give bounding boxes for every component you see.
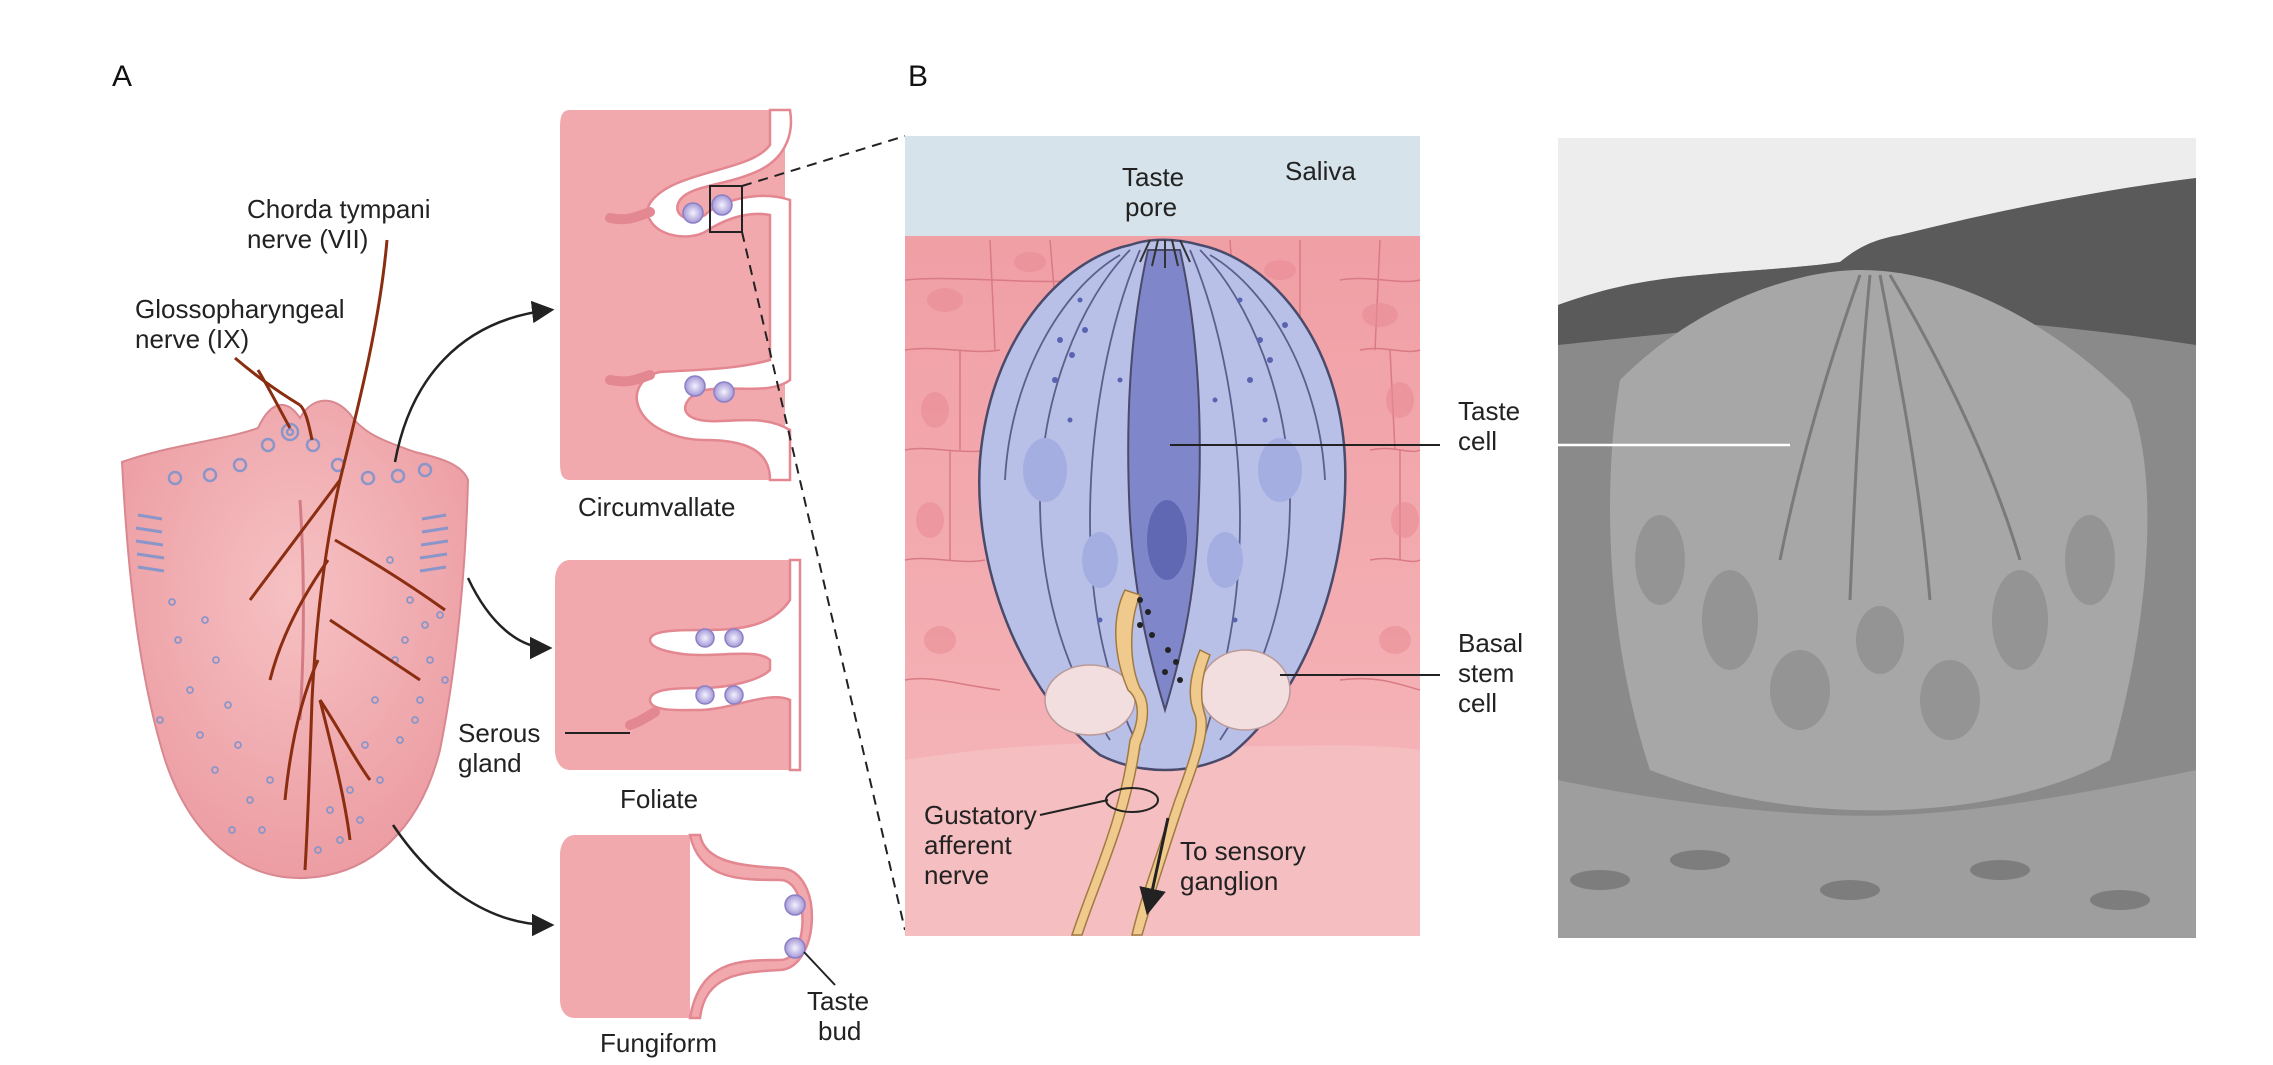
svg-text:nerve: nerve: [924, 860, 989, 890]
svg-text:pore: pore: [1125, 192, 1177, 222]
svg-text:Glossopharyngeal: Glossopharyngeal: [135, 294, 345, 324]
papilla-arrows: [391, 300, 555, 937]
basal-stem-cell-label: Basal stem cell: [1458, 628, 1523, 718]
cranial-nerves: [234, 239, 446, 871]
gustatory-leader: [1039, 799, 1109, 816]
panel-a-letter: A: [112, 60, 132, 93]
fungiform-label: Fungiform: [600, 1028, 717, 1058]
svg-text:nerve (VII): nerve (VII): [247, 224, 368, 254]
tongue: [120, 399, 470, 880]
svg-text:afferent: afferent: [924, 830, 1012, 860]
svg-text:Taste: Taste: [807, 986, 869, 1016]
saliva-label: Saliva: [1285, 156, 1356, 186]
glossopharyngeal-label: Glossopharyngeal nerve (IX): [135, 294, 345, 354]
taste-pore-label: Taste pore: [1122, 162, 1184, 222]
svg-text:ganglion: ganglion: [1180, 866, 1278, 896]
sensory-ganglion-label: To sensory ganglion: [1180, 836, 1306, 896]
zoom-guide-lines: [741, 135, 906, 931]
svg-text:To sensory: To sensory: [1180, 836, 1306, 866]
serous-gland-label: Serous gland: [458, 718, 540, 778]
svg-text:nerve (IX): nerve (IX): [135, 324, 249, 354]
taste-bud-cross-section: [904, 136, 1421, 936]
chorda-tympani-label: Chorda tympani nerve (VII): [247, 194, 431, 254]
svg-text:cell: cell: [1458, 426, 1497, 456]
svg-text:stem: stem: [1458, 658, 1514, 688]
panel-b-letter: B: [908, 60, 928, 93]
taste-cell-label: Taste cell: [1458, 396, 1520, 456]
foliate-papilla: Serous gland Foliate: [458, 558, 802, 814]
svg-text:Taste: Taste: [1458, 396, 1520, 426]
svg-text:Chorda tympani: Chorda tympani: [247, 194, 431, 224]
svg-text:bud: bud: [818, 1016, 861, 1046]
svg-text:Taste: Taste: [1122, 162, 1184, 192]
foliate-label: Foliate: [620, 784, 698, 814]
svg-text:gland: gland: [458, 748, 522, 778]
svg-text:Basal: Basal: [1458, 628, 1523, 658]
circumvallate-papilla: Circumvallate: [560, 108, 793, 522]
svg-text:cell: cell: [1458, 688, 1497, 718]
taste-bud-micrograph: [1558, 138, 2196, 938]
circumvallate-label: Circumvallate: [578, 492, 736, 522]
gustatory-afferent-nerve-label: Gustatory afferent nerve: [924, 800, 1037, 890]
fungiform-papilla: Taste bud Fungiform: [560, 833, 869, 1058]
svg-text:Gustatory: Gustatory: [924, 800, 1037, 830]
svg-text:Serous: Serous: [458, 718, 540, 748]
taste-bud-label: Taste bud: [807, 986, 869, 1046]
